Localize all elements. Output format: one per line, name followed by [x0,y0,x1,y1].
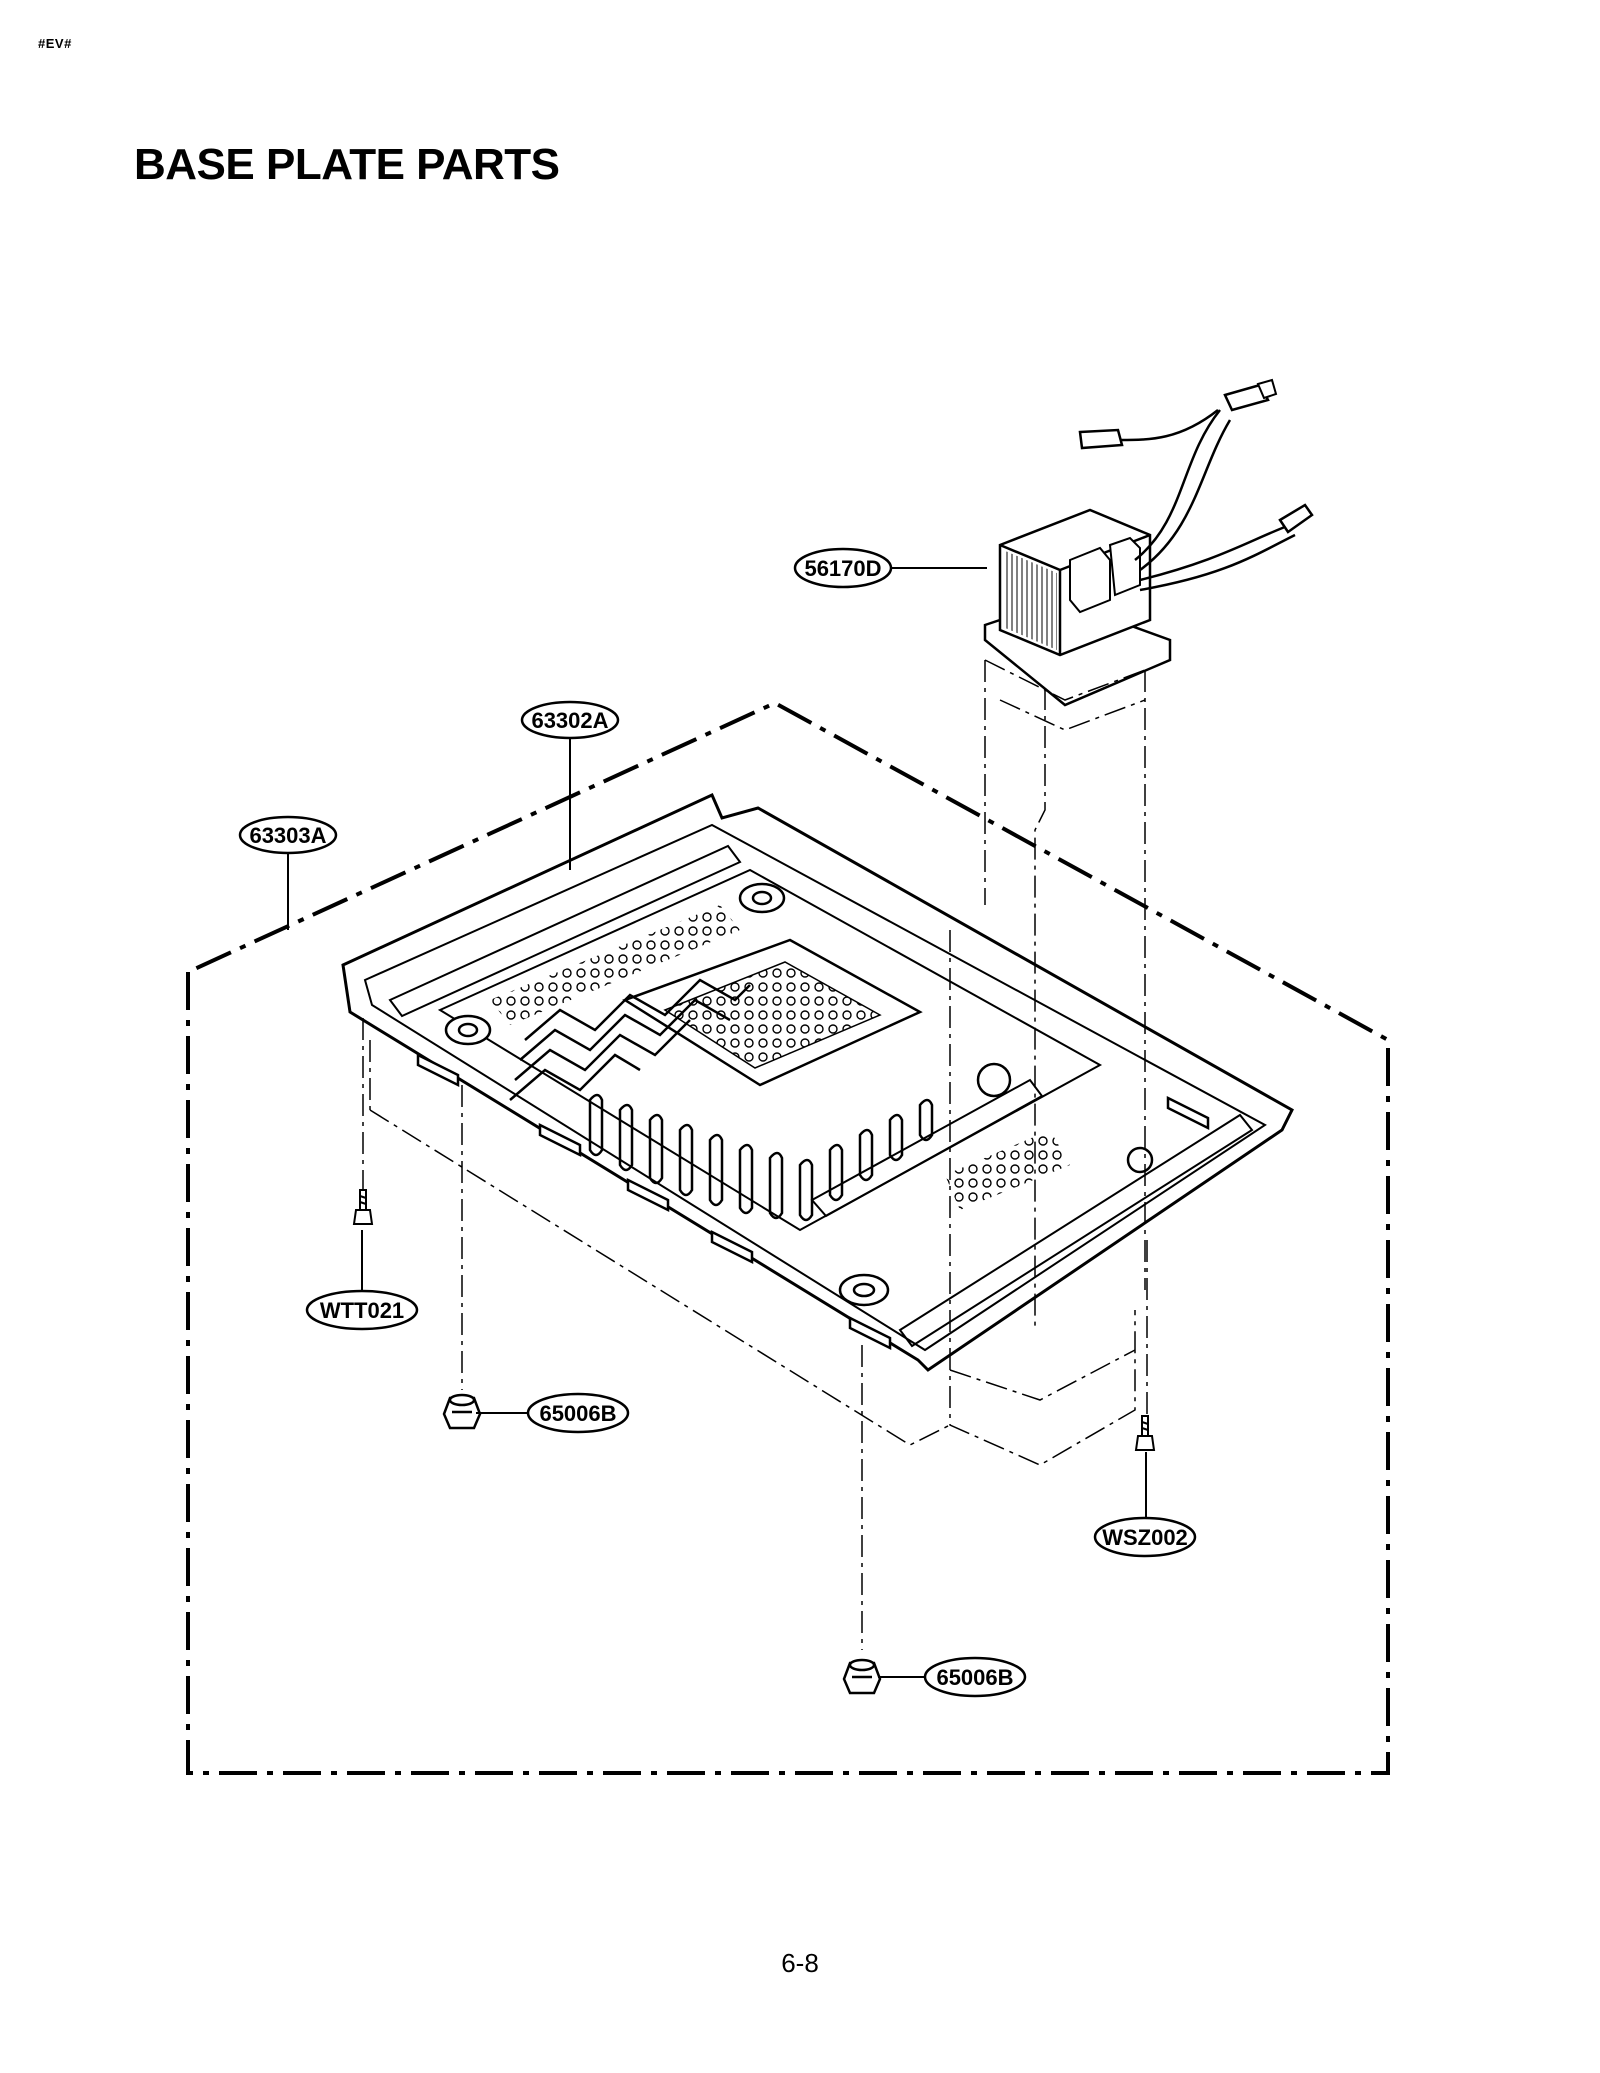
foot-left-icon [442,1393,482,1430]
base-plate [341,792,1294,1372]
projection-lines [362,659,1148,1650]
callout-label: WTT021 [320,1298,404,1323]
callout-63303A: 63303A [238,815,338,855]
callout-label: 56170D [804,556,881,581]
callout-label: 65006B [539,1401,616,1426]
screw-left-icon [352,1189,374,1225]
page-number: 6-8 [781,1948,819,1978]
document-code: #EV# [38,36,72,51]
foot-bottom-icon [842,1658,882,1695]
callout-label: WSZ002 [1102,1525,1188,1550]
page-title: BASE PLATE PARTS [134,140,560,189]
screw-right-icon [1134,1415,1156,1451]
callout-WSZ002: WSZ002 [1093,1516,1197,1558]
callout-65006B-left: 65006B [526,1392,630,1434]
assembly-boundary [186,700,1390,1775]
transformer [983,378,1314,707]
callout-WTT021: WTT021 [305,1289,419,1331]
callout-65006B-bottom: 65006B [923,1656,1027,1698]
leader-lines [287,567,1147,1678]
callout-63302A: 63302A [520,700,620,740]
callout-label: 63303A [249,823,326,848]
callout-label: 63302A [531,708,608,733]
callout-label: 65006B [936,1665,1013,1690]
callout-56170D: 56170D [793,547,893,589]
